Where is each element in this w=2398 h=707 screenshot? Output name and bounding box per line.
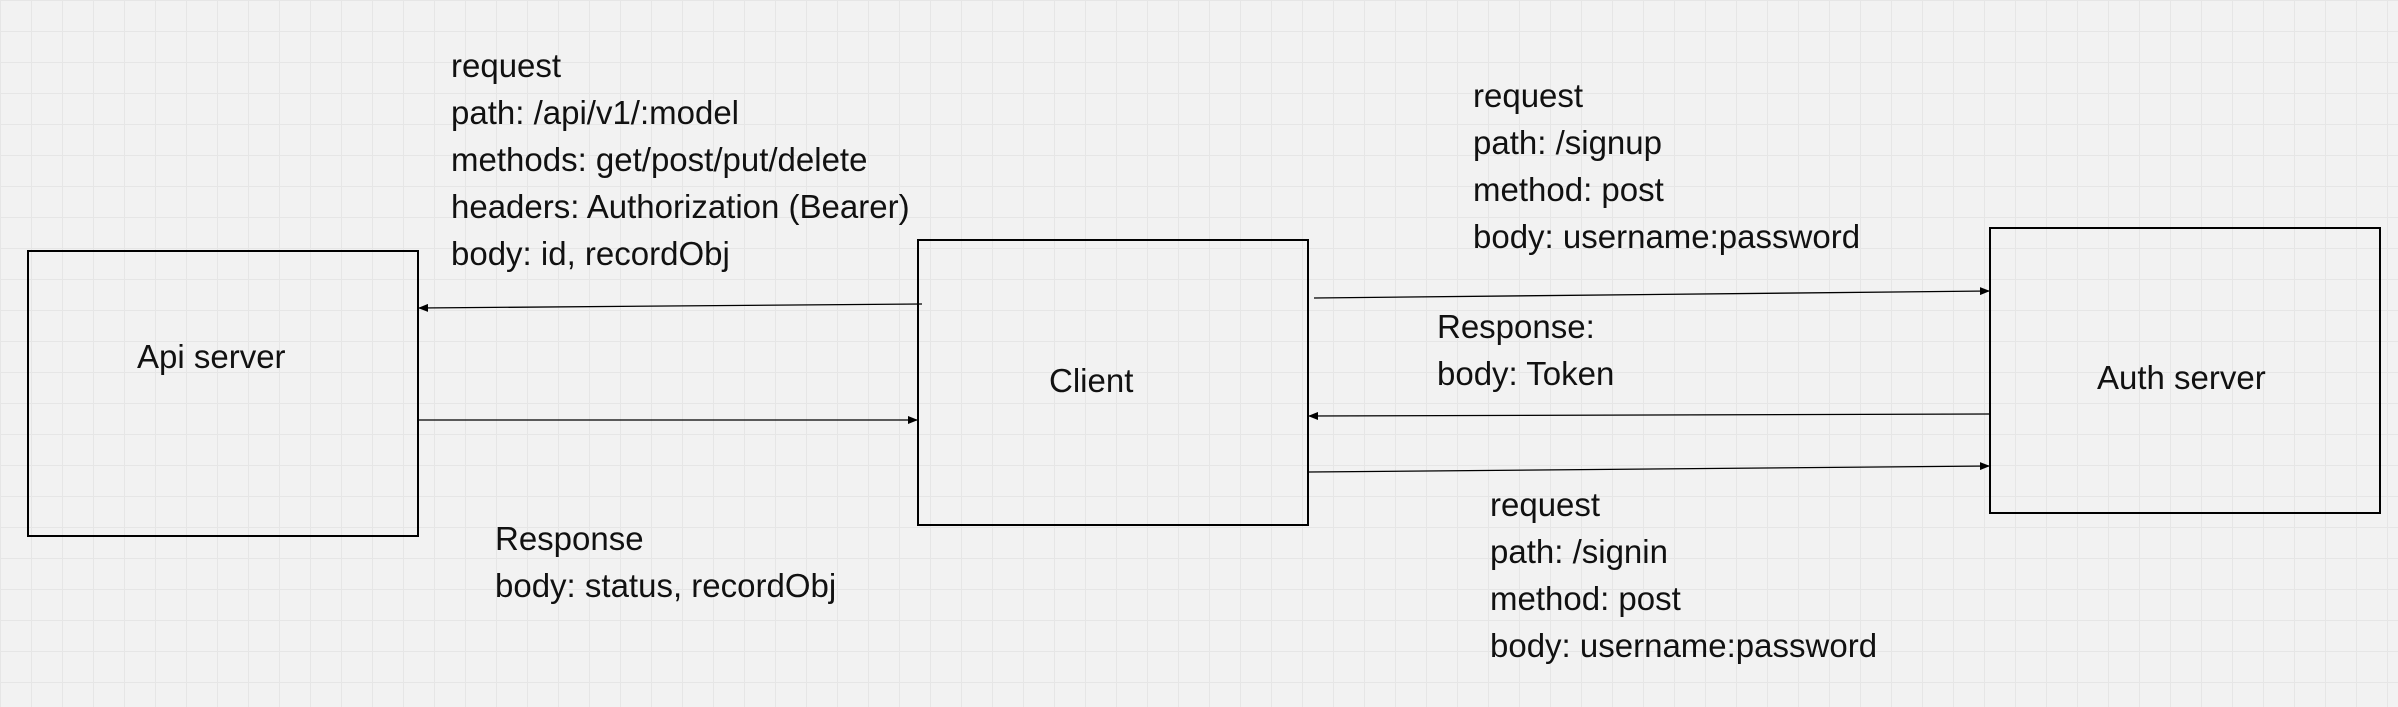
signup-request-line: body: username:password <box>1473 218 1861 255</box>
api-request-line: request <box>451 47 562 84</box>
signin-request-annotation: request path: /signin method: post body:… <box>1490 481 1877 669</box>
api-server-box[interactable] <box>27 250 419 537</box>
api-request-line: methods: get/post/put/delete <box>451 141 868 178</box>
api-request-annotation: request path: /api/v1/:model methods: ge… <box>451 42 910 277</box>
signin-request-line: request <box>1490 486 1601 523</box>
signup-request-line: path: /signup <box>1473 124 1662 161</box>
signup-request-annotation: request path: /signup method: post body:… <box>1473 72 1860 260</box>
auth-server-box[interactable] <box>1989 227 2381 514</box>
arrow-client-to-auth-server-signin <box>1308 462 1990 473</box>
signin-request-line: method: post <box>1490 580 1681 617</box>
api-response-line: body: status, recordObj <box>495 567 837 604</box>
signin-request-line: path: /signin <box>1490 533 1668 570</box>
auth-response-annotation: Response: body: Token <box>1437 303 1614 397</box>
api-response-line: Response <box>495 520 644 557</box>
arrow-client-to-api-server <box>418 303 923 312</box>
auth-response-line: body: Token <box>1437 355 1615 392</box>
arrow-client-to-auth-server-signup <box>1313 287 1990 299</box>
api-request-line: body: id, recordObj <box>451 235 730 272</box>
api-request-line: path: /api/v1/:model <box>451 94 740 131</box>
api-response-annotation: Response body: status, recordObj <box>495 515 836 609</box>
signup-request-line: request <box>1473 77 1584 114</box>
auth-response-line: Response: <box>1437 308 1595 345</box>
signup-request-line: method: post <box>1473 171 1664 208</box>
arrow-auth-server-to-client-token <box>1308 411 1990 420</box>
client-label: Client <box>1049 362 1134 399</box>
api-request-line: headers: Authorization (Bearer) <box>451 188 910 225</box>
api-server-label: Api server <box>137 338 286 375</box>
client-box[interactable] <box>917 239 1309 526</box>
signin-request-line: body: username:password <box>1490 627 1878 664</box>
auth-server-label: Auth server <box>2097 359 2266 396</box>
